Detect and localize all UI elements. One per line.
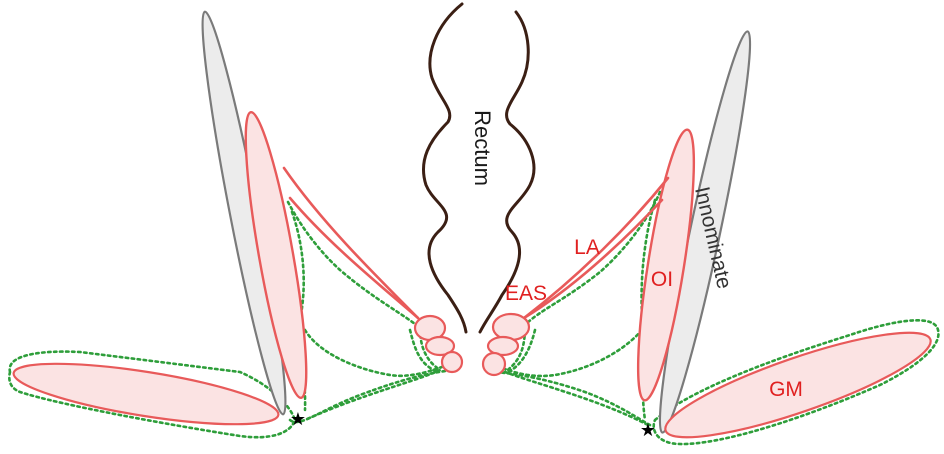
left-gluteus-fascia	[8, 350, 297, 439]
right-eas-upper	[491, 312, 531, 342]
right-ischioanal-low	[506, 328, 537, 374]
left-ischioanal-low	[408, 328, 440, 374]
right-gluteus-maximus	[664, 331, 932, 439]
right-star-marker: ★	[640, 420, 656, 441]
external-anal-sphincter	[413, 312, 531, 377]
right-gluteus-fascia	[652, 319, 940, 446]
innominate-bones	[201, 10, 752, 434]
left-levator-ani-upper	[282, 166, 420, 320]
rectum-outline	[421, 2, 536, 334]
left-gluteus-maximus	[12, 362, 280, 426]
left-eas-middle	[424, 335, 456, 357]
left-ischioanal-mid	[303, 328, 457, 378]
left-ischioanal-outer	[286, 200, 443, 422]
right-ischioanal-bottom	[493, 370, 652, 427]
rectum-right-wall	[478, 10, 536, 334]
gluteus-maximus-muscles	[12, 331, 932, 439]
label-la: LA	[574, 236, 600, 259]
label-oi: OI	[651, 268, 673, 291]
right-ischioanal-mid	[493, 328, 644, 378]
label-rectum: Rectum	[470, 110, 495, 186]
right-eas-middle	[486, 335, 520, 357]
left-star-marker: ★	[290, 409, 306, 430]
label-gm: GM	[769, 378, 803, 401]
rectum-left-wall	[421, 2, 468, 334]
levator-ani	[282, 166, 670, 320]
right-eas-lower	[481, 351, 507, 377]
left-levator-ani-lower	[288, 196, 420, 320]
right-levator-ani-upper	[522, 176, 670, 320]
right-obturator-internus	[636, 128, 696, 402]
obturator-internus-muscles	[244, 110, 696, 402]
right-levator-ani-lower	[522, 198, 664, 320]
left-eas-lower	[440, 350, 464, 374]
left-obturator-internus	[244, 110, 308, 400]
diagram-labels: Rectum Innominate LA EAS OI GM ★ ★	[290, 110, 803, 441]
label-eas: EAS	[505, 282, 547, 305]
left-ischioanal-bottom	[288, 368, 457, 424]
